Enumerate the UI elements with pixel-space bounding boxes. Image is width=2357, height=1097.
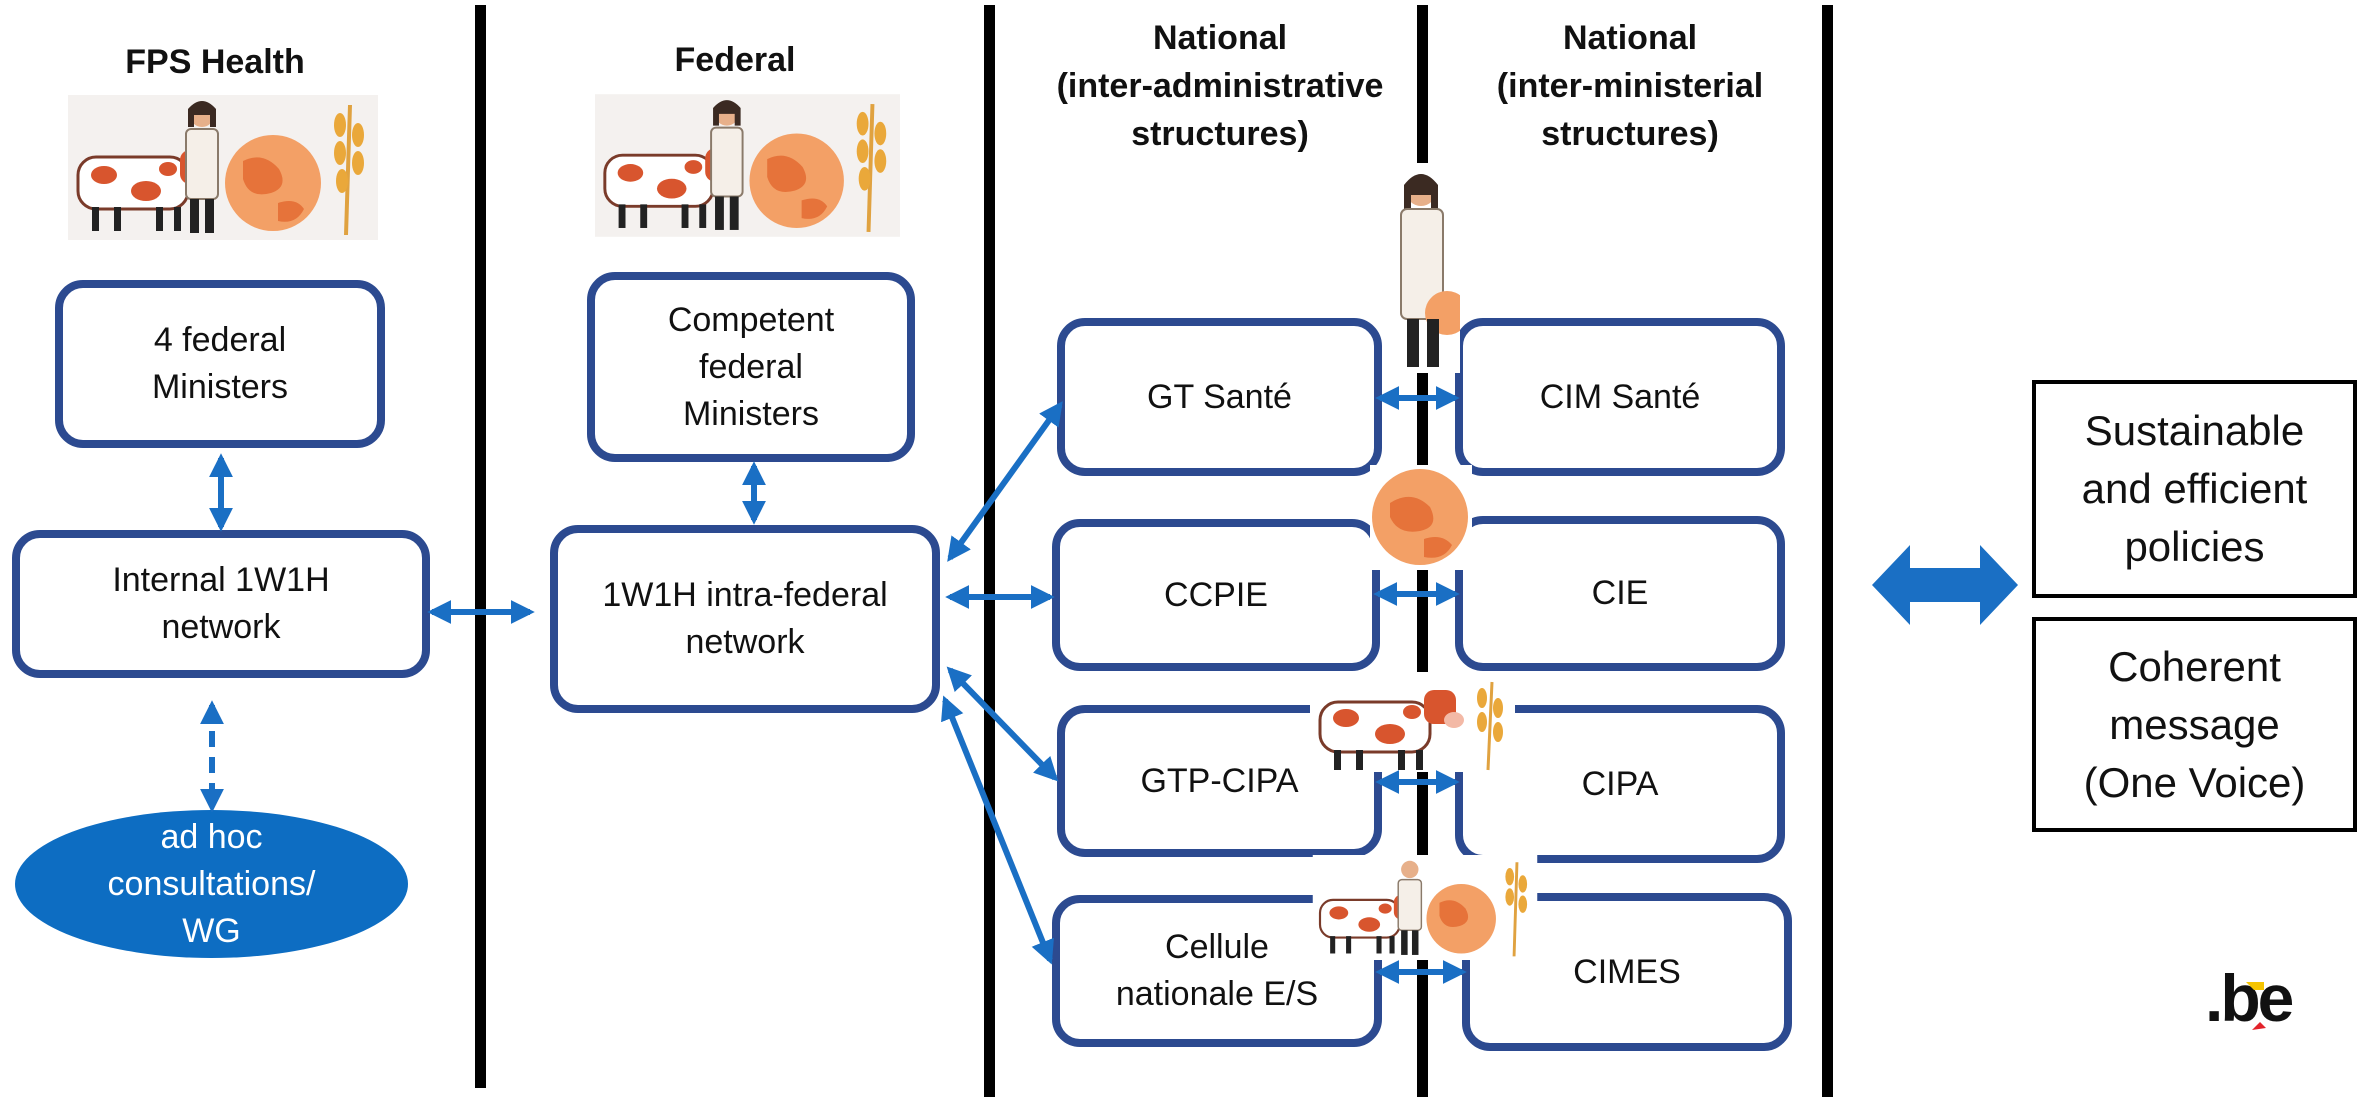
be-logo-text: .be — [2205, 961, 2294, 1035]
one-health-illustration-federal — [595, 94, 900, 237]
header-national-inter-administrative: National (inter-administrative structure… — [1056, 19, 1384, 153]
arrow-federal-gt-sante — [947, 401, 1063, 562]
arrow-federal-cellule — [941, 695, 1054, 965]
outcome-message-box: Coherent message (One Voice) — [2032, 617, 2357, 832]
federal-network-box: 1W1H intra-federal network — [550, 525, 940, 713]
one-health-illustration-fps — [68, 95, 378, 240]
wheat-icon — [334, 104, 364, 236]
cow-icon — [1318, 690, 1464, 770]
fps-ministers-box: 4 federal Ministers — [55, 280, 385, 448]
wheat-icon — [1505, 862, 1528, 957]
be-logo: .be — [2205, 960, 2294, 1036]
divider-line-4 — [1822, 5, 1833, 1097]
globe-illustration-small — [1370, 465, 1472, 570]
globe-icon — [1372, 469, 1468, 565]
header-national-inter-ministerial: National (inter-ministerial structures) — [1496, 19, 1764, 153]
nat-min-cim-sante: CIM Santé — [1455, 318, 1785, 476]
doctor-icon — [1400, 174, 1460, 367]
globe-icon — [225, 135, 321, 231]
doctor-icon — [710, 100, 744, 230]
globe-icon — [1426, 883, 1496, 954]
fps-internal-network-box: Internal 1W1H network — [12, 530, 430, 678]
divider-line-1 — [475, 5, 486, 1088]
cow-wheat-illustration-small — [1310, 672, 1515, 772]
one-health-illustration-small — [1312, 855, 1538, 960]
globe-icon — [749, 133, 844, 228]
be-logo-accent — [2246, 982, 2266, 1030]
nat-admin-gt-sante: GT Santé — [1057, 318, 1382, 476]
wheat-icon — [856, 103, 887, 232]
doctor-illustration-small — [1385, 163, 1460, 373]
doctor-icon — [185, 101, 219, 233]
doctor-icon — [1397, 860, 1423, 955]
big-double-arrow — [1872, 545, 2018, 625]
header-federal: Federal — [674, 41, 796, 79]
nat-min-cie: CIE — [1455, 516, 1785, 671]
federal-ministers-box: Competent federal Ministers — [587, 272, 915, 462]
fps-adhoc-ellipse: ad hoc consultations/ WG — [15, 810, 408, 958]
outcome-policies-box: Sustainable and efficient policies — [2032, 380, 2357, 598]
header-fps-health: FPS Health — [125, 43, 305, 81]
arrow-federal-gtp-cipa — [946, 666, 1059, 782]
wheat-icon — [1477, 681, 1503, 771]
